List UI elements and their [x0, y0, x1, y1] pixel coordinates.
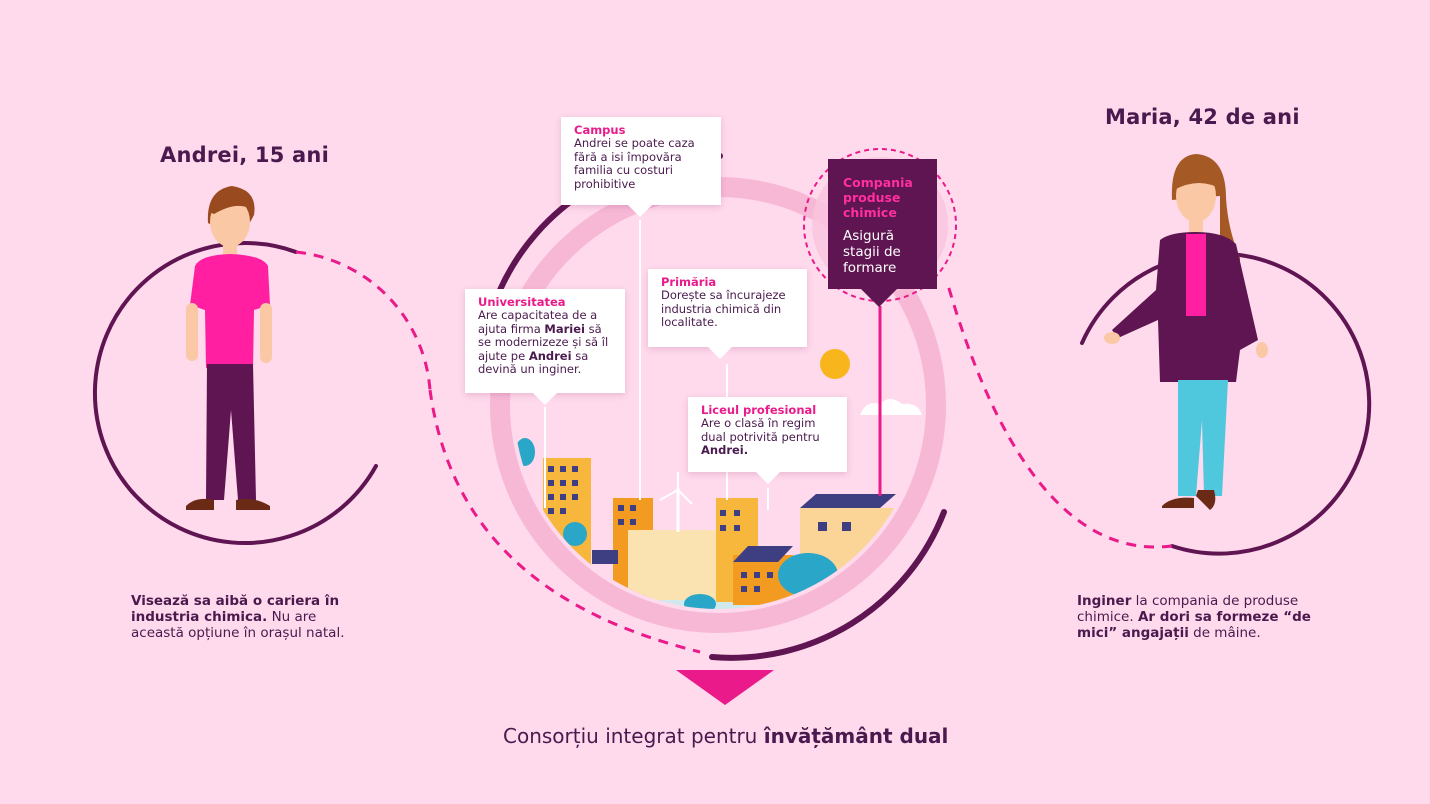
liceul-text-main: Are o clasă în regim dual potrivită pent…: [701, 416, 820, 444]
card-liceul: Liceul profesional Are o clasă în regim …: [688, 397, 847, 484]
maria-name: Maria, 42 de ani: [1105, 105, 1300, 129]
card-primaria-title: Primăria: [661, 275, 717, 289]
card-compania-text: Asigură stagii de formare: [843, 228, 901, 276]
maria-desc-b1: Inginer: [1077, 593, 1132, 609]
card-liceul-title: Liceul profesional: [701, 403, 817, 417]
down-arrow-icon: [676, 670, 774, 705]
card-campus-title: Campus: [574, 123, 626, 137]
maria-desc-t1: la compania de produse chimice.: [1077, 593, 1299, 625]
univ-b2: Andrei: [528, 348, 572, 363]
card-campus: .c1::after{left:67px;} Campus Andrei se …: [561, 117, 721, 217]
andrei-desc-rest: Nu are această opțiune în orașul natal.: [131, 609, 345, 641]
connector-andrei: [428, 389, 701, 654]
univ-t2: să se modernizeze și să îl ajute pe: [478, 321, 609, 363]
card-campus-text: Andrei se poate caza fără a isi împovăra…: [574, 136, 695, 191]
connector-maria: [946, 284, 1173, 549]
andrei-figure: [186, 186, 272, 510]
card-compania-title: Compania produse chimice: [843, 175, 913, 220]
cloud: [860, 399, 922, 415]
univ-t3: sa devină un inginer.: [478, 348, 589, 376]
card-universitatea-text: Are capacitatea de a ajuta firma Mariei …: [478, 308, 615, 377]
card-liceul-text: Are o clasă în regim dual potrivită pent…: [701, 416, 837, 458]
card-primaria: Primăria Dorește sa încurajeze industria…: [648, 269, 807, 359]
maria-circle: [1080, 251, 1372, 556]
andrei-description: Visează sa aibă o cariera în industria c…: [131, 593, 371, 641]
univ-t1: Are capacitatea de a ajuta firma: [478, 308, 598, 336]
footer-bold: învățământ dual: [763, 724, 949, 748]
maria-figure: [1104, 154, 1268, 510]
card-universitatea: Universitatea Are capacitatea de a ajuta…: [465, 289, 625, 405]
card-universitatea-title: Universitatea: [478, 295, 566, 309]
card-primaria-text: Dorește sa încurajeze industria chimică …: [661, 288, 786, 329]
sun: [820, 349, 850, 379]
card-compania: Compania produse chimice Asigură stagii …: [828, 159, 937, 307]
maria-description: Inginer la compania de produse chimice. …: [1077, 593, 1339, 641]
footer-caption: Consorțiu integrat pentru învățământ dua…: [503, 724, 948, 748]
andrei-name: Andrei, 15 ani: [160, 143, 329, 167]
andrei-desc-bold: Visează sa aibă o cariera în industria c…: [131, 593, 340, 625]
liceul-text-bold: Andrei.: [701, 443, 749, 457]
univ-b1: Mariei: [544, 321, 585, 336]
maria-desc-t2: de mâine.: [1188, 625, 1261, 641]
maria-desc-b2: Ar dori sa formeze “de mici” angajații: [1077, 609, 1311, 641]
andrei-circle: [92, 241, 432, 545]
footer-text: Consorțiu integrat pentru: [503, 724, 764, 748]
